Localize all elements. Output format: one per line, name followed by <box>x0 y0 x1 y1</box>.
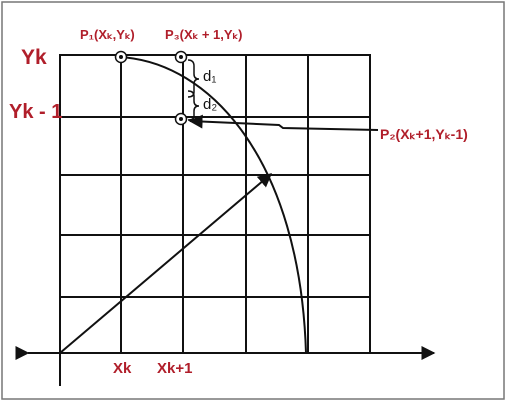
label-d1: d₁ <box>203 68 216 85</box>
label-yk-minus-1: Yk - 1 <box>9 101 62 123</box>
label-p1: P₁(Xₖ,Yₖ) <box>80 27 135 42</box>
label-xk: Xk <box>113 360 132 377</box>
label-yk: Yk <box>21 46 47 69</box>
p2-pointer-arrow <box>188 114 379 131</box>
point-p2 <box>174 112 188 126</box>
point-p1 <box>114 50 128 64</box>
circle-arc <box>119 56 307 354</box>
label-p2: P₂(Xₖ+1,Yₖ-1) <box>380 126 468 142</box>
label-d2: d₂ <box>203 96 217 113</box>
label-p3: P₃(Xₖ + 1,Yₖ) <box>165 27 242 42</box>
d2-brace <box>187 90 200 121</box>
point-p3 <box>174 50 188 64</box>
radius-arrow <box>59 173 273 354</box>
label-xk-plus-1: Xk+1 <box>157 360 192 377</box>
